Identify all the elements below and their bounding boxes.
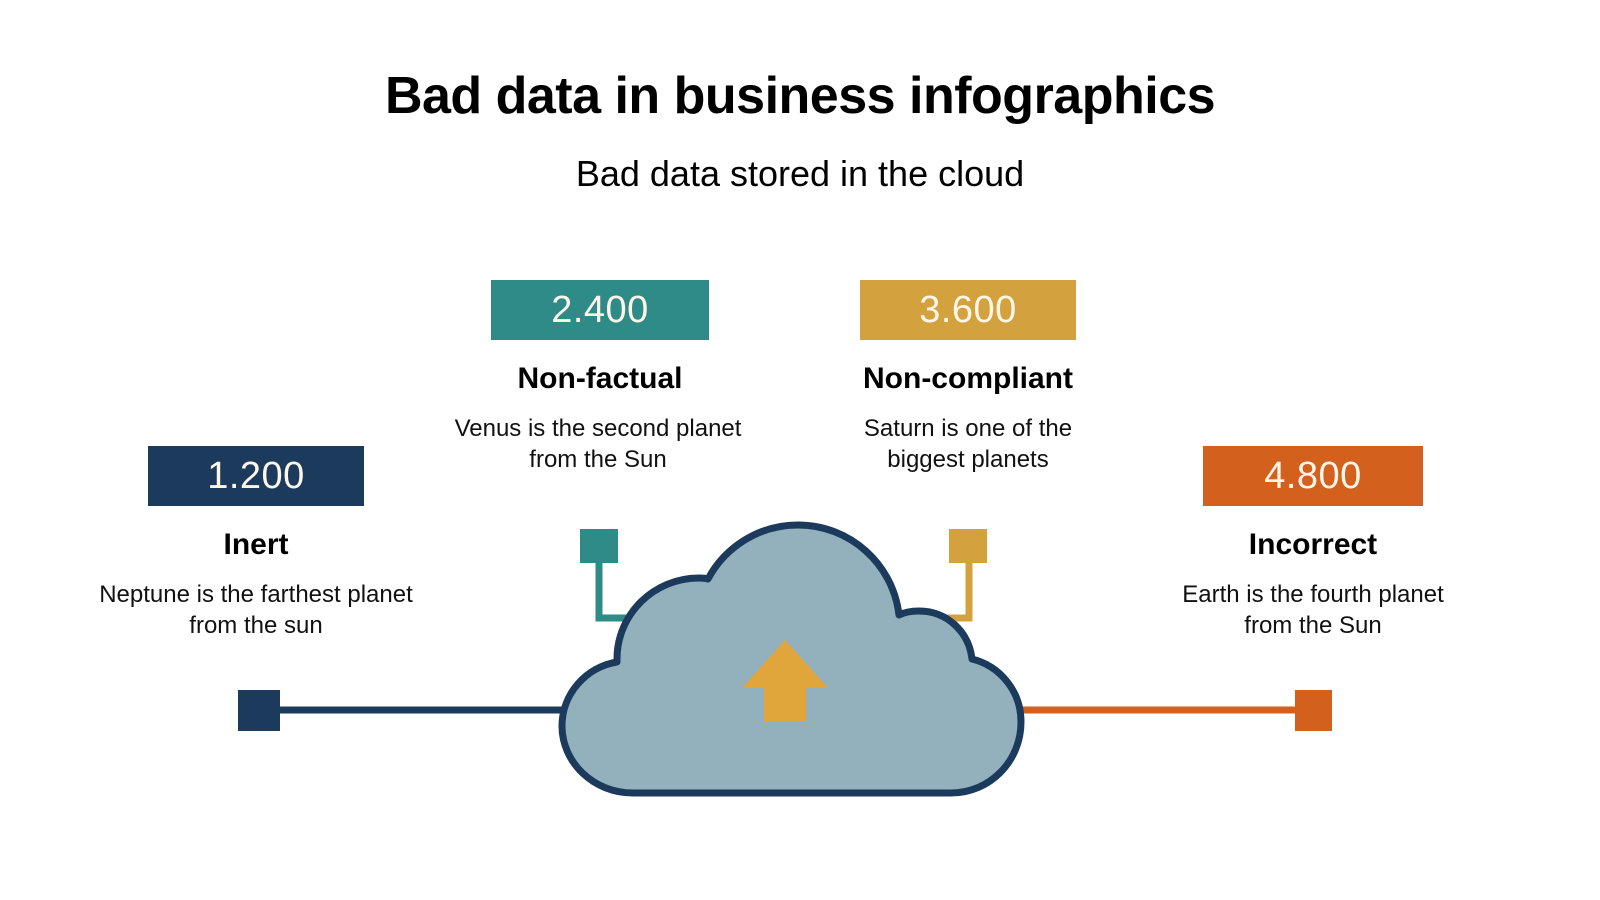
page-title: Bad data in business infographics bbox=[384, 67, 1216, 125]
arrow-up-icon bbox=[742, 640, 828, 722]
stat-description-non-compliant: Saturn is one of the biggest planets bbox=[863, 414, 1073, 473]
stat-group-inert: 1.200 Inert Neptune is the farthest plan… bbox=[99, 446, 413, 641]
stat-value-incorrect: 4.800 bbox=[1203, 446, 1423, 506]
stat-label-non-compliant: Non-compliant bbox=[863, 362, 1073, 395]
connector-marker-non-compliant bbox=[949, 529, 987, 563]
connector-marker-inert bbox=[238, 690, 280, 731]
stat-value-non-compliant: 3.600 bbox=[860, 280, 1076, 340]
stat-group-non-compliant: 3.600 Non-compliant Saturn is one of the… bbox=[822, 280, 1114, 475]
stat-group-non-factual: 2.400 Non-factual Venus is the second pl… bbox=[452, 280, 748, 475]
stat-description-inert: Neptune is the farthest planet from the … bbox=[99, 580, 413, 639]
stat-value-non-factual: 2.400 bbox=[491, 280, 709, 340]
page-subtitle: Bad data stored in the cloud bbox=[575, 153, 1025, 194]
connector-marker-non-factual bbox=[580, 529, 618, 563]
stat-label-inert: Inert bbox=[223, 528, 289, 561]
stat-label-non-factual: Non-factual bbox=[517, 362, 683, 395]
stat-description-incorrect: Earth is the fourth planet from the Sun bbox=[1182, 580, 1444, 639]
stat-value-inert: 1.200 bbox=[148, 446, 364, 506]
connector-marker-incorrect bbox=[1295, 690, 1332, 731]
stat-description-non-factual: Venus is the second planet from the Sun bbox=[454, 414, 742, 473]
stat-label-incorrect: Incorrect bbox=[1248, 528, 1378, 561]
stat-group-incorrect: 4.800 Incorrect Earth is the fourth plan… bbox=[1165, 446, 1461, 641]
